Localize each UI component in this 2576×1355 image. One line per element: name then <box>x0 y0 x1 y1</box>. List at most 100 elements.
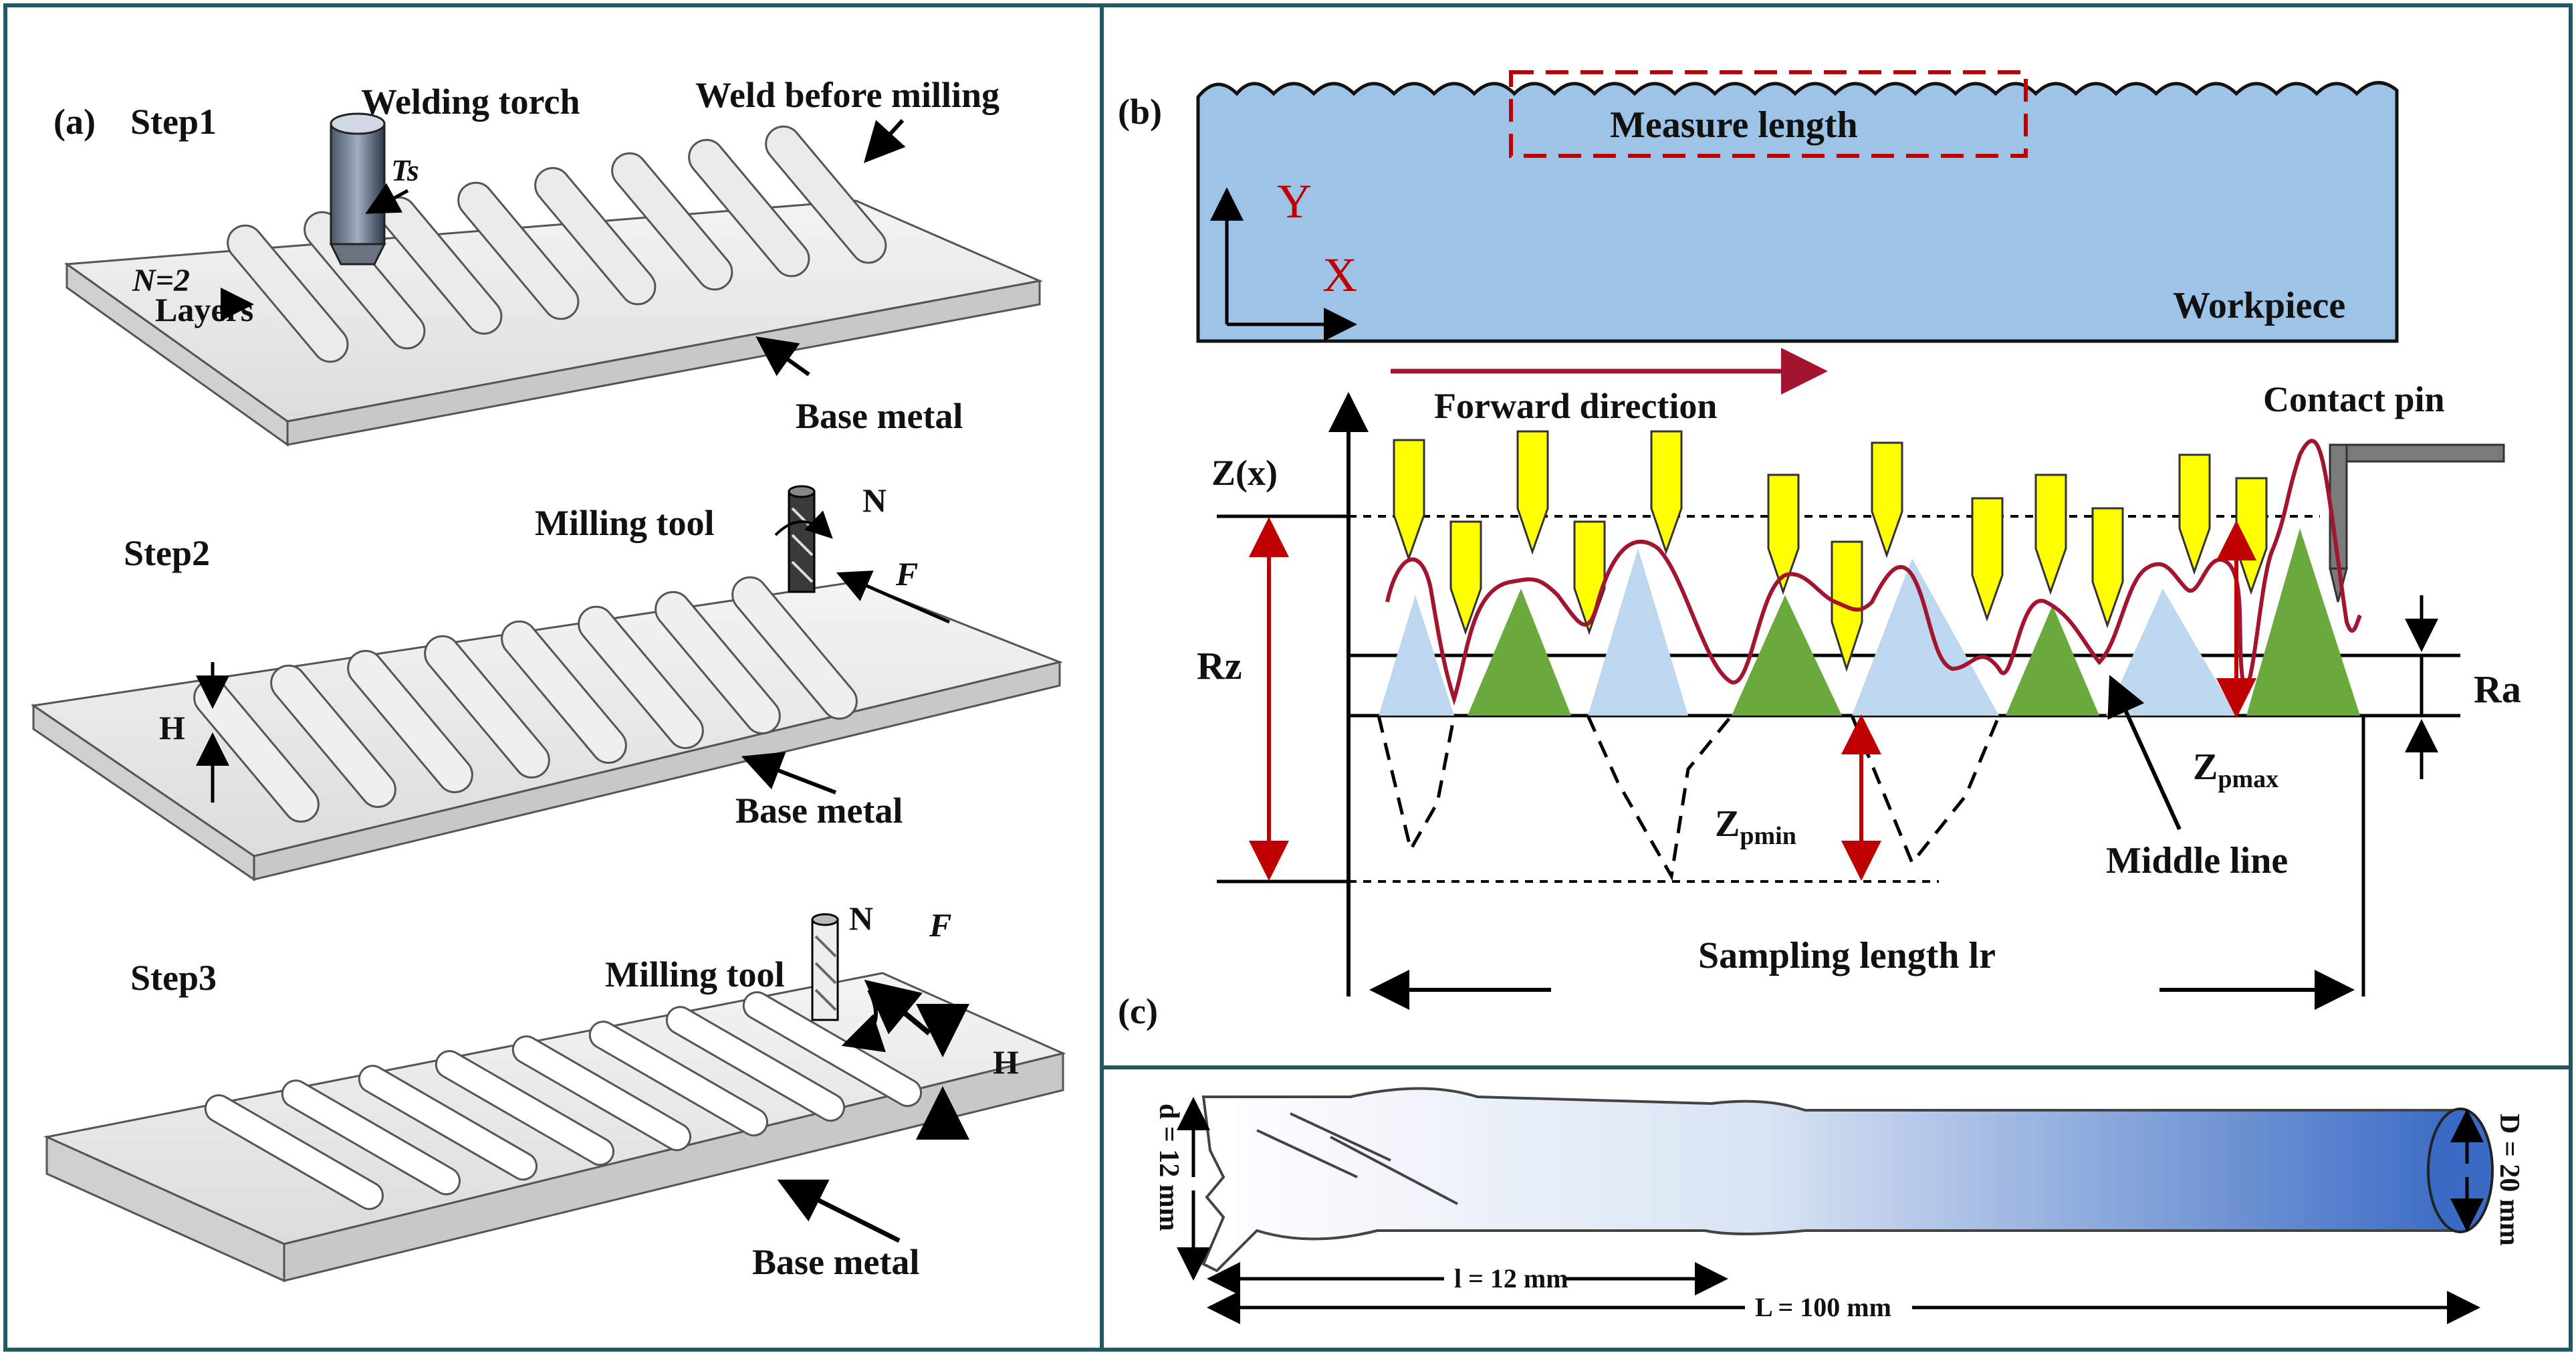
zpmin-label: Zpmin <box>1715 803 1796 850</box>
mill3-body <box>811 918 839 1021</box>
step1-plate-side-front <box>286 280 1041 446</box>
peak-blue <box>1379 595 1454 716</box>
welding-torch <box>329 112 386 266</box>
end-mill-drawing <box>1201 1087 2494 1273</box>
step3-milling-tool <box>811 913 887 1053</box>
step3-plate-side-front <box>283 1052 1064 1282</box>
valley-dashed <box>1850 715 2001 866</box>
step1-base-arrow <box>755 336 810 377</box>
stylus-pins <box>1393 430 2268 672</box>
stylus-pin <box>1516 430 1549 555</box>
contact-pin-label: Contact pin <box>2263 379 2445 419</box>
zx-label: Z(x) <box>1211 453 1278 493</box>
torch-body <box>330 122 386 245</box>
n-layers-label: N=2 <box>132 263 190 298</box>
step2-feed-arrow <box>836 570 951 624</box>
profile-peaks <box>1379 528 2360 716</box>
peak-blue <box>1588 548 1688 716</box>
weld-bead <box>534 167 657 306</box>
l-big-label: L = 100 mm <box>1755 1292 1891 1322</box>
groove <box>588 1021 768 1137</box>
mill-top <box>788 485 816 498</box>
stylus-pin <box>1449 520 1482 635</box>
panel-a-tag: (a) <box>53 102 96 142</box>
zpmax-sub: pmax <box>2218 765 2278 793</box>
step2-base-arrow <box>741 752 837 795</box>
groove <box>665 1006 845 1122</box>
mill3-flutes <box>814 935 837 1011</box>
milled-weld <box>578 605 704 750</box>
panel-frames <box>3 3 2573 1352</box>
milled-weld <box>424 635 550 779</box>
mill3-top <box>811 913 839 926</box>
milled-weld <box>501 620 627 764</box>
peak-green <box>1732 595 1842 716</box>
step3-title: Step3 <box>130 958 217 998</box>
panel-c: (c) d = 12 mm D = 20 mm l = 12 mm L = 10… <box>1118 991 2525 1324</box>
valley-dashed <box>1586 714 1733 881</box>
zpmin-sub: pmin <box>1740 822 1796 850</box>
valley-dashed <box>1377 715 1456 854</box>
step1-title: Step1 <box>130 102 217 142</box>
stylus-pin <box>1393 439 1425 562</box>
stylus-pin <box>1573 520 1606 635</box>
weld-before-milling-label: Weld before milling <box>695 75 1000 115</box>
stylus-pin <box>1971 497 2004 622</box>
welding-torch-label: Welding torch <box>361 82 580 122</box>
groove <box>281 1079 461 1196</box>
stylus-pin <box>1767 474 1800 595</box>
step2-n-label: N <box>862 482 887 519</box>
middle-line-pointer <box>2107 675 2182 831</box>
weld-bead <box>611 152 733 291</box>
panel-a: (a) Step1 <box>30 75 1066 1283</box>
step2-h-label: H <box>159 709 185 746</box>
sampling-length-label: Sampling length lr <box>1698 935 1996 976</box>
panel-b-tag: (b) <box>1118 92 1162 132</box>
step2-milled-welds <box>193 576 858 823</box>
peak-green <box>1468 589 1571 716</box>
d-big-label: D = 20 mm <box>2494 1114 2525 1246</box>
panel-c-frame <box>1100 1065 2573 1352</box>
measured-profile <box>1385 439 2362 706</box>
step2-base-metal-label: Base metal <box>735 791 903 831</box>
axis-y-label: Y <box>1277 175 1312 228</box>
measure-length-label: Measure length <box>1610 104 1858 146</box>
middle-line-label: Middle line <box>2106 840 2288 881</box>
forward-direction-label: Forward direction <box>1434 386 1717 426</box>
d-small-label: d = 12 mm <box>1153 1104 1184 1231</box>
contact-pin <box>2329 443 2505 603</box>
ra-label: Ra <box>2474 667 2521 711</box>
l-small-label: l = 12 mm <box>1454 1263 1568 1293</box>
step3-f-label: F <box>929 906 951 944</box>
layers-label: Layers <box>155 291 253 328</box>
panel-b: (b) Measure length Y X Workpiece Forward… <box>1118 70 2521 1010</box>
step2-f-label: F <box>895 555 918 593</box>
milled-weld <box>731 576 858 720</box>
weld-arrow <box>863 118 906 163</box>
measure-length-box <box>1509 70 2028 158</box>
stylus-pin <box>1650 430 1683 555</box>
ts-arrow <box>365 183 409 214</box>
mill-body <box>788 490 816 593</box>
torch-nozzle <box>329 243 386 266</box>
ts-label: Ts <box>391 153 419 187</box>
weld-bead <box>457 181 580 320</box>
step1-group: Step1 Welding torch <box>64 75 1044 447</box>
profile-valleys <box>1377 714 2001 881</box>
workpiece <box>1196 81 2399 343</box>
step2-title: Step2 <box>124 533 210 573</box>
step2-milling-tool-label: Milling tool <box>535 503 715 543</box>
groove <box>435 1050 614 1166</box>
step1-weld-beads <box>227 125 887 363</box>
peak-blue <box>1852 558 1999 716</box>
shank-end <box>2427 1108 2494 1233</box>
step3-h-label: H <box>993 1043 1019 1081</box>
stylus-pin <box>2091 507 2124 629</box>
step2-milling-tool <box>774 485 833 593</box>
zpmax-main: Z <box>2193 746 2218 788</box>
rotation-arrow <box>774 510 833 539</box>
stylus-pin <box>2034 474 2067 595</box>
milled-weld <box>270 664 396 809</box>
